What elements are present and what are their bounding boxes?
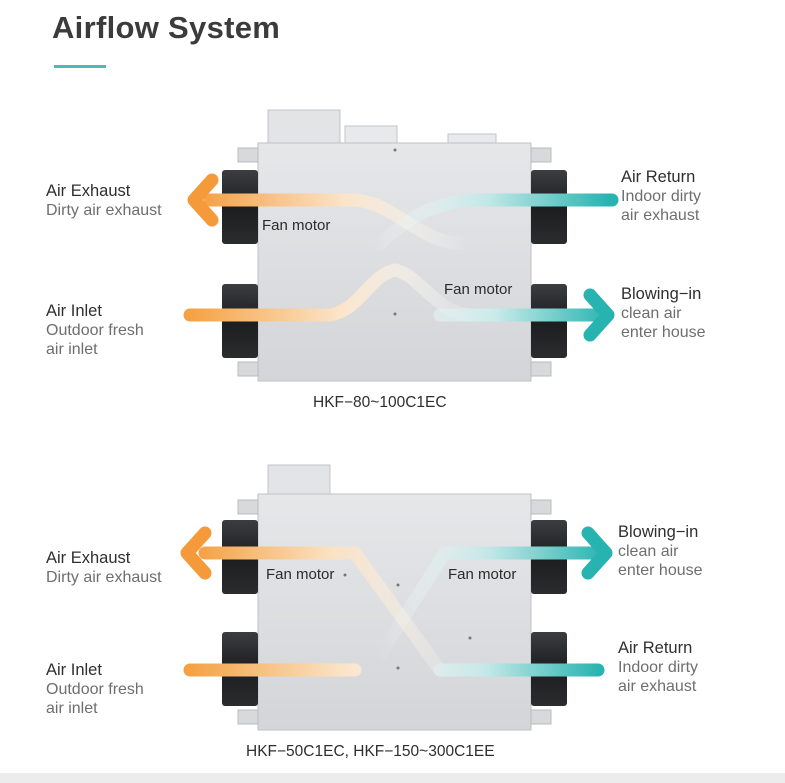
airflow-inlet-top xyxy=(183,263,477,322)
label-line: enter house xyxy=(618,562,703,579)
label-air-return-top: Air Return Indoor dirty air exhaust xyxy=(621,168,701,225)
label-line: Outdoor fresh xyxy=(46,322,144,339)
unit-top-bracket xyxy=(344,125,398,145)
label-air-inlet-top: Air Inlet Outdoor fresh air inlet xyxy=(46,302,144,359)
label-line: clean air xyxy=(618,543,679,560)
model-label-bottom: HKF−50C1EC, HKF−150~300C1EE xyxy=(246,743,495,760)
page-title: Airflow System xyxy=(52,10,281,45)
label-line: air exhaust xyxy=(621,207,700,224)
label-blowing-in-bottom: Blowing−in clean air enter house xyxy=(618,523,703,580)
label-air-return-bottom: Air Return Indoor dirty air exhaust xyxy=(618,639,698,696)
airflow-exhaust-arrowhead-top xyxy=(187,173,219,227)
label-heading: Blowing−in xyxy=(618,523,699,541)
unit-bottom-tab xyxy=(237,499,259,515)
ventilation-unit-top xyxy=(222,109,567,382)
airflow-exhaust-arrowhead-bottom xyxy=(180,526,212,580)
unit-bottom-tab xyxy=(237,709,259,725)
unit-top-tab xyxy=(530,147,552,163)
fan-motor-label-top-left: Fan motor xyxy=(262,217,331,234)
label-air-exhaust-bottom: Air Exhaust Dirty air exhaust xyxy=(46,549,162,587)
unit-top-duct xyxy=(531,170,567,244)
label-heading: Air Return xyxy=(618,639,693,657)
label-heading: Air Exhaust xyxy=(46,549,131,567)
label-heading: Air Exhaust xyxy=(46,182,131,200)
label-line: Dirty air exhaust xyxy=(46,569,162,586)
label-heading: Air Return xyxy=(621,168,696,186)
label-line: enter house xyxy=(621,324,706,341)
label-air-inlet-bottom: Air Inlet Outdoor fresh air inlet xyxy=(46,661,144,718)
airflow-return-top xyxy=(373,193,619,251)
label-air-exhaust-top: Air Exhaust Dirty air exhaust xyxy=(46,182,162,220)
airflow-blowin-bottom xyxy=(363,546,602,677)
label-line: air exhaust xyxy=(618,678,697,695)
label-heading: Blowing−in xyxy=(621,285,702,303)
label-heading: Air Inlet xyxy=(46,661,102,679)
label-line: Dirty air exhaust xyxy=(46,202,162,219)
label-line: air inlet xyxy=(46,341,98,358)
label-line: Outdoor fresh xyxy=(46,681,144,698)
unit-top-tab xyxy=(237,147,259,163)
label-line: air inlet xyxy=(46,700,98,717)
label-line: clean air xyxy=(621,305,682,322)
label-blowing-in-top: Blowing−in clean air enter house xyxy=(621,285,706,342)
title-underline xyxy=(54,65,106,68)
fan-motor-label-top-right: Fan motor xyxy=(444,281,513,298)
airflow-blowin-arrowhead-top xyxy=(583,288,615,342)
unit-bottom-control-box xyxy=(267,464,331,496)
unit-top-tab xyxy=(237,361,259,377)
footer-band xyxy=(0,773,785,783)
label-line: Indoor dirty xyxy=(618,659,699,676)
label-line: Indoor dirty xyxy=(621,188,702,205)
unit-top-body xyxy=(257,142,532,382)
fan-motor-label-bottom-left: Fan motor xyxy=(266,566,335,583)
label-heading: Air Inlet xyxy=(46,302,102,320)
unit-bottom-tab xyxy=(530,709,552,725)
unit-top-duct xyxy=(222,170,258,244)
unit-bottom-tab xyxy=(530,499,552,515)
model-label-top: HKF−80~100C1EC xyxy=(313,394,447,411)
unit-top-tab xyxy=(530,361,552,377)
airflow-blowin-arrowhead-bottom xyxy=(581,526,613,580)
fan-motor-label-bottom-right: Fan motor xyxy=(448,566,517,583)
unit-top-control-box xyxy=(267,109,341,145)
